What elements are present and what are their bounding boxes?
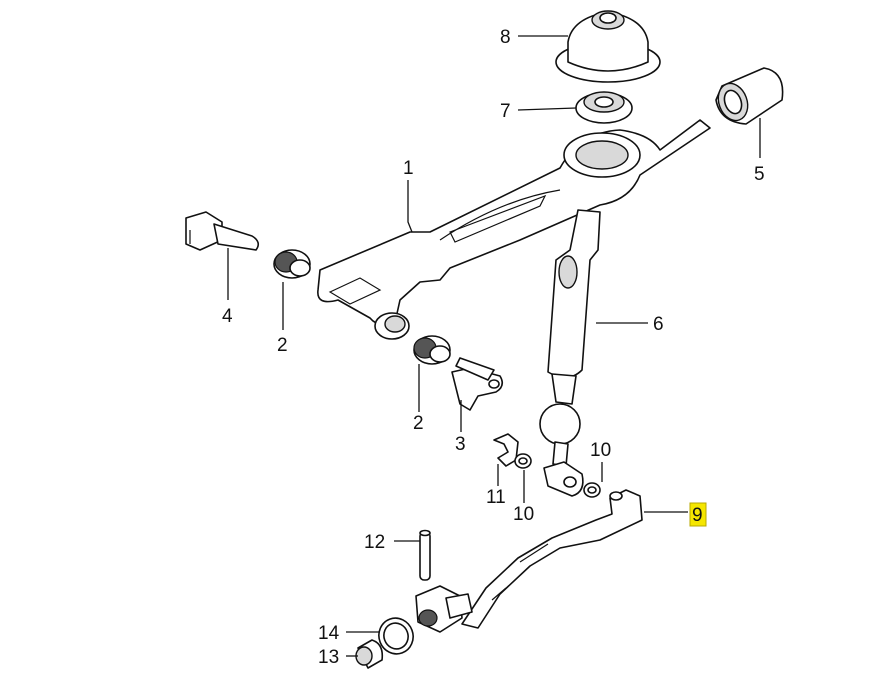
part-2-bushing-lower [413, 335, 451, 365]
part-10-washer-right [583, 482, 601, 498]
callout-3[interactable]: 3 [455, 434, 466, 455]
callout-11[interactable]: 11 [486, 487, 506, 508]
callout-labels: 1 2 2 3 4 5 6 7 8 9 10 10 11 12 13 14 [222, 27, 765, 668]
part-5-bushing [715, 67, 784, 125]
universal-joint [415, 585, 473, 633]
leader-lines [227, 35, 761, 657]
part-14-ring [378, 617, 414, 655]
callout-1[interactable]: 1 [403, 158, 414, 179]
callout-9-highlight [689, 502, 707, 527]
callout-7[interactable]: 7 [500, 101, 511, 122]
part-9-selector-rod [461, 489, 643, 629]
callout-4[interactable]: 4 [222, 306, 233, 327]
part-7-bearing-cup [575, 91, 633, 124]
callout-9[interactable]: 9 [692, 505, 703, 526]
part-3-clip [451, 357, 504, 411]
part-4-pin [185, 211, 260, 251]
callout-6[interactable]: 6 [653, 314, 664, 335]
part-13-bushing [355, 639, 384, 669]
callout-10-lower[interactable]: 10 [513, 504, 534, 525]
callout-5[interactable]: 5 [754, 164, 765, 185]
callout-2-upper[interactable]: 2 [277, 335, 288, 356]
part-11-spring-clip [493, 433, 519, 467]
part-12-pin [419, 529, 431, 581]
part-1-shift-carrier [317, 119, 711, 340]
callout-14[interactable]: 14 [318, 623, 340, 644]
part-2-bushing-upper [273, 249, 311, 279]
part-8-boot [555, 10, 661, 83]
callout-13[interactable]: 13 [318, 647, 339, 668]
callout-10-upper[interactable]: 10 [590, 440, 611, 461]
callout-12[interactable]: 12 [364, 532, 385, 553]
part-6-shift-lever [539, 209, 601, 497]
callout-8[interactable]: 8 [500, 27, 511, 48]
callout-2-lower[interactable]: 2 [413, 413, 424, 434]
part-10-washer-left [514, 453, 532, 469]
